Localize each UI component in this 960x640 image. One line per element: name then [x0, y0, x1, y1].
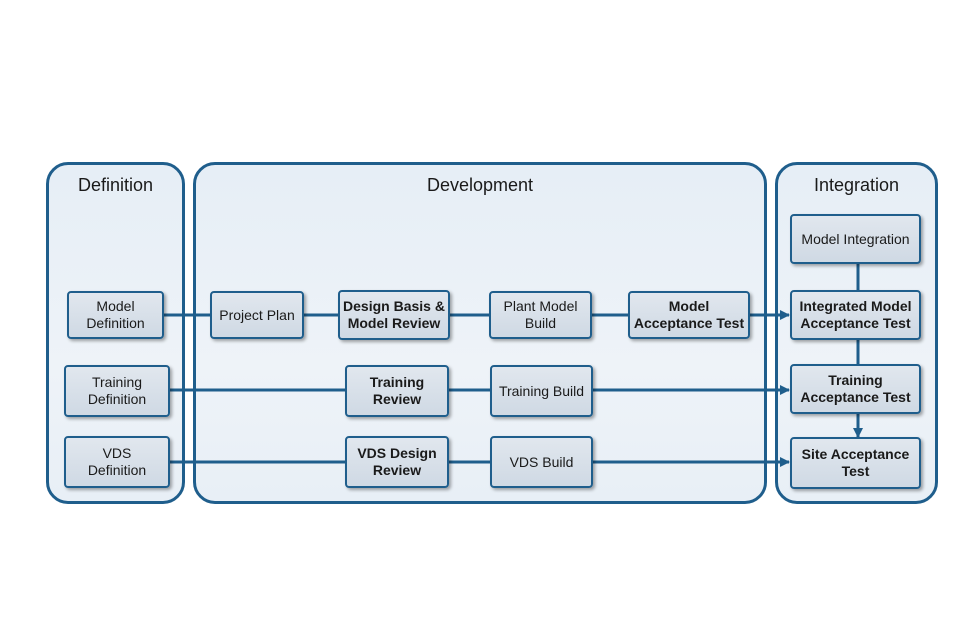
- vds-design-review-node: VDS Design Review: [345, 436, 449, 488]
- project-plan-node: Project Plan: [210, 291, 304, 339]
- model-acceptance-test-node: Model Acceptance Test: [628, 291, 750, 339]
- integration-panel-title: Integration: [813, 175, 900, 195]
- model-definition-node: Model Definition: [67, 291, 164, 339]
- integrated-model-acceptance-test-node: Integrated Model Acceptance Test: [790, 290, 921, 340]
- training-build-node: Training Build: [490, 365, 593, 417]
- vds-definition-node: VDS Definition: [64, 436, 170, 488]
- site-acceptance-test-node: Site Acceptance Test: [790, 437, 921, 489]
- model-integration-node: Model Integration: [790, 214, 921, 264]
- definition-panel-title: Definition: [77, 175, 154, 195]
- vds-build-node: VDS Build: [490, 436, 593, 488]
- design-basis-review-node: Design Basis & Model Review: [338, 290, 450, 340]
- development-panel-title: Development: [426, 175, 534, 195]
- training-definition-node: Training Definition: [64, 365, 170, 417]
- training-acceptance-test-node: Training Acceptance Test: [790, 364, 921, 414]
- training-review-node: Training Review: [345, 365, 449, 417]
- plant-model-build-node: Plant Model Build: [489, 291, 592, 339]
